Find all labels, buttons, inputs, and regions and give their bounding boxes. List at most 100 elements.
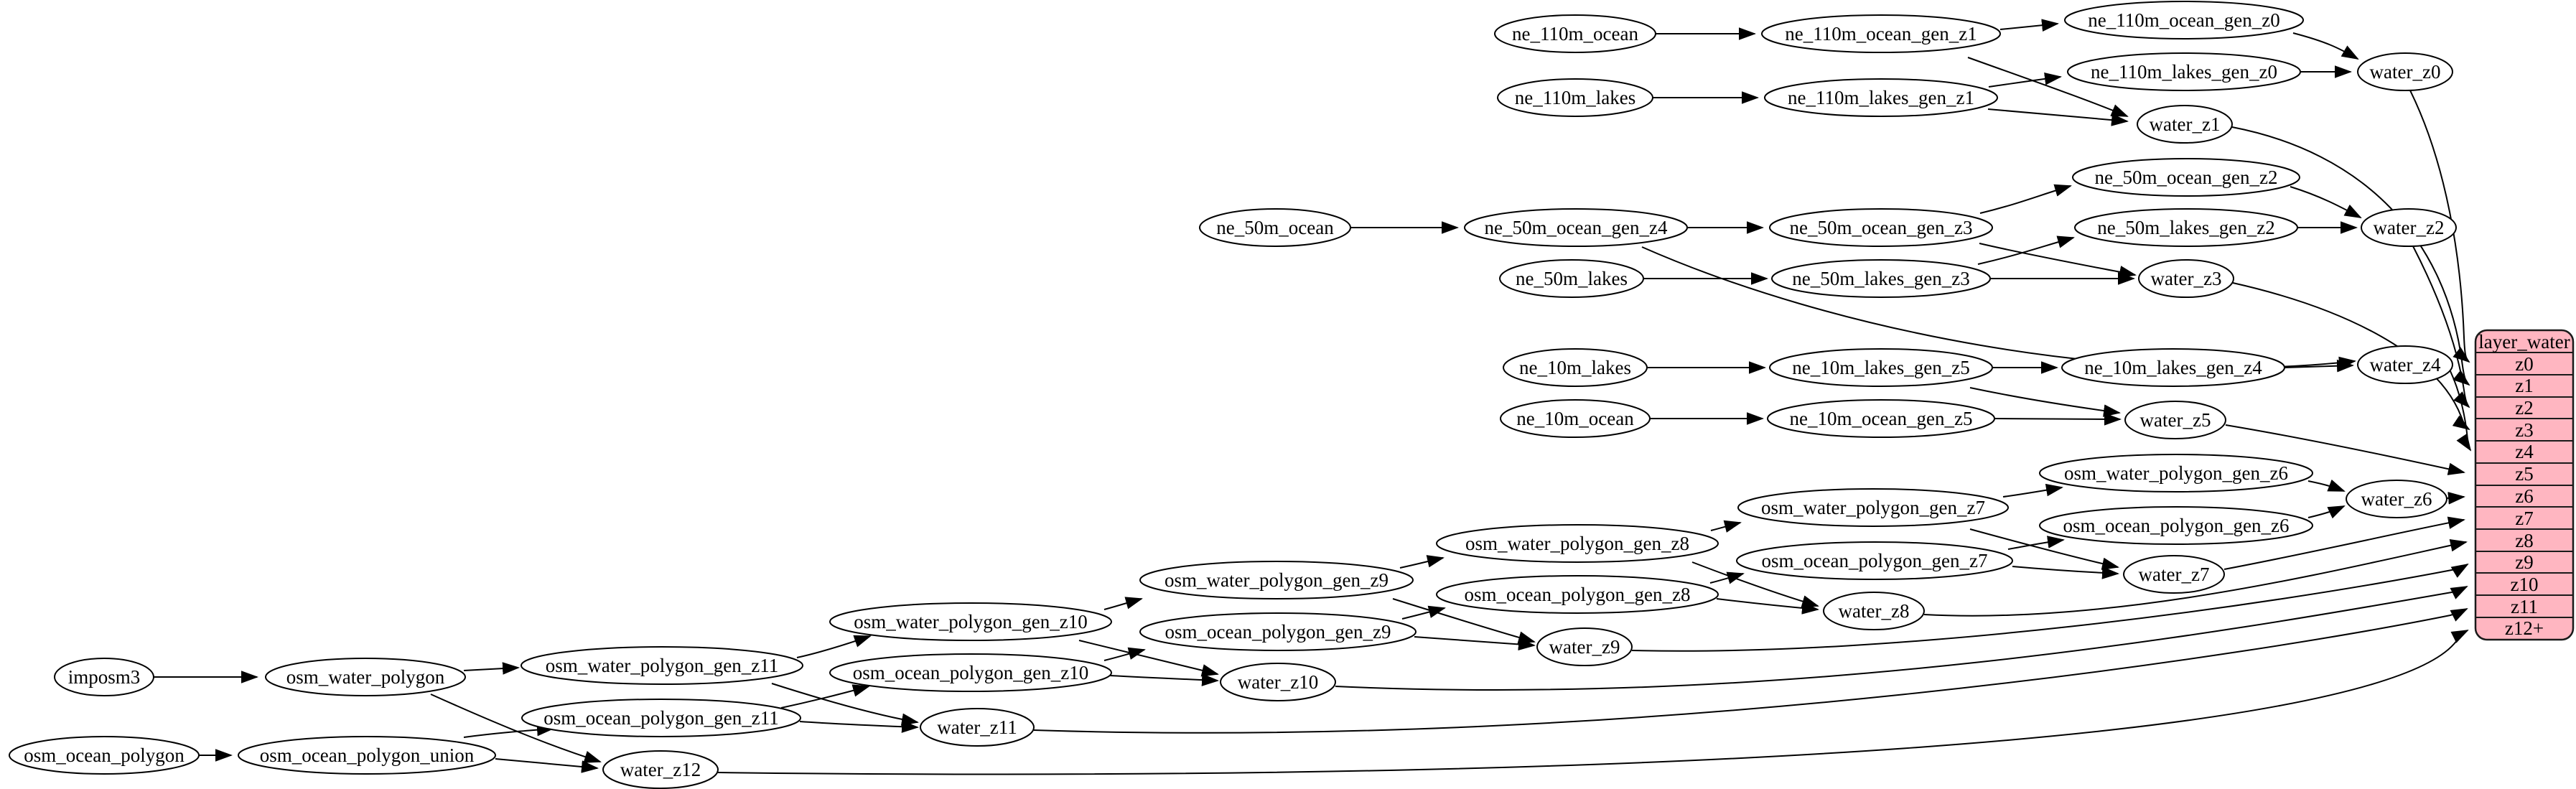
svg-text:water_z7: water_z7 [2139, 564, 2210, 585]
layer-water-table: layer_water z0 z1 z2 z3 z4 z5 z6 z7 z8 z… [2474, 329, 2575, 641]
node-ne_10m_ocean: ne_10m_ocean [1500, 399, 1651, 438]
edge-water_z1-row_z1 [2231, 126, 2470, 386]
node-osm_ocean_polygon_gen_z6: osm_ocean_polygon_gen_z6 [2039, 506, 2313, 545]
edge-water_z5-row_z5 [2225, 424, 2465, 475]
node-water_z11: water_z11 [920, 708, 1035, 747]
edge-union-osm_ocean_gen_z11 [463, 723, 554, 738]
node-osm_ocean_polygon: osm_ocean_polygon [9, 736, 200, 775]
svg-text:ne_110m_lakes: ne_110m_lakes [1515, 87, 1635, 108]
edge-osm_water_gen_z8-gen_z7 [1710, 520, 1742, 533]
svg-text:osm_ocean_polygon_gen_z9: osm_ocean_polygon_gen_z9 [1165, 621, 1391, 643]
node-ne_110m_lakes: ne_110m_lakes [1497, 78, 1653, 117]
node-ne_10m_lakes: ne_10m_lakes [1503, 348, 1648, 387]
node-osm_ocean_polygon_gen_z7: osm_ocean_polygon_gen_z7 [1736, 541, 2013, 580]
node-ne_50m_ocean: ne_50m_ocean [1199, 208, 1351, 247]
node-water_z4: water_z4 [2357, 345, 2453, 384]
edge-osm_water_gen_z11-water_z11 [771, 683, 919, 726]
table-row-z5: z5 [2515, 463, 2533, 485]
svg-text:water_z5: water_z5 [2140, 409, 2211, 431]
edge-lakes10_gen_z4-water_z4 [2284, 359, 2354, 373]
svg-text:water_z4: water_z4 [2370, 354, 2441, 375]
node-water_z10: water_z10 [1220, 663, 1336, 701]
edge-osm_water_gen_z7-gen_z6 [2002, 483, 2063, 498]
table-row-z4: z4 [2515, 441, 2534, 462]
node-osm_ocean_polygon_gen_z9: osm_ocean_polygon_gen_z9 [1139, 612, 1417, 651]
edge-water_z12-row_z12 [717, 630, 2469, 775]
svg-text:osm_ocean_polygon_union: osm_ocean_polygon_union [260, 744, 475, 766]
node-ne_10m_ocean_gen_z5: ne_10m_ocean_gen_z5 [1767, 399, 1995, 438]
table-row-z7: z7 [2515, 508, 2533, 529]
edge-lakes10_gen_z5-water_z5 [1969, 387, 2121, 417]
edge-water_z0-row_z0 [2409, 90, 2470, 363]
table-row-z9: z9 [2515, 551, 2533, 573]
edge-osm_water_gen_z6-water_z6 [2307, 479, 2346, 492]
node-water_z8: water_z8 [1823, 592, 1925, 630]
edge-water_z2-row_z2 [2412, 246, 2470, 408]
node-ne_50m_lakes_gen_z3: ne_50m_lakes_gen_z3 [1771, 259, 1991, 298]
node-water_z1: water_z1 [2137, 105, 2233, 144]
node-ne_10m_lakes_gen_z4: ne_10m_lakes_gen_z4 [2061, 348, 2285, 387]
svg-text:water_z11: water_z11 [937, 716, 1017, 738]
svg-text:ne_10m_ocean_gen_z5: ne_10m_ocean_gen_z5 [1790, 408, 1973, 429]
node-osm_ocean_polygon_gen_z10: osm_ocean_polygon_gen_z10 [829, 653, 1112, 692]
edge-osm_ocean_gen_z7-water_z7 [2012, 566, 2119, 579]
nodes: ne_110m_ocean ne_110m_ocean_gen_z1 ne_11… [9, 1, 2457, 789]
svg-text:ne_50m_lakes_gen_z2: ne_50m_lakes_gen_z2 [2097, 217, 2274, 238]
svg-text:ne_50m_ocean: ne_50m_ocean [1216, 217, 1334, 238]
node-ne_50m_lakes: ne_50m_lakes [1499, 259, 1644, 298]
node-osm_water_polygon_gen_z10: osm_water_polygon_gen_z10 [829, 602, 1112, 641]
edge-ocean50_gen_z4-water_z4 [1641, 246, 2356, 370]
node-osm_water_polygon_gen_z9: osm_water_polygon_gen_z9 [1139, 561, 1414, 599]
edge-water_z7-row_z7 [2223, 516, 2465, 570]
svg-text:ne_110m_ocean: ne_110m_ocean [1512, 23, 1638, 45]
edge-ocean50_gen_z2-water_z2 [2290, 186, 2362, 218]
node-water_z2: water_z2 [2361, 208, 2457, 247]
node-osm_water_polygon: osm_water_polygon [265, 658, 466, 696]
node-ne_110m_lakes_gen_z1: ne_110m_lakes_gen_z1 [1764, 78, 1998, 117]
svg-text:ne_10m_ocean: ne_10m_ocean [1516, 408, 1634, 429]
svg-text:ne_50m_ocean_gen_z2: ne_50m_ocean_gen_z2 [2095, 167, 2278, 188]
svg-text:osm_water_polygon_gen_z11: osm_water_polygon_gen_z11 [546, 655, 778, 676]
node-water_z7: water_z7 [2123, 555, 2225, 594]
table-row-z0: z0 [2515, 353, 2533, 375]
svg-text:water_z0: water_z0 [2370, 61, 2441, 83]
edge-water_z6-row_z6 [2446, 492, 2465, 505]
svg-text:osm_water_polygon_gen_z7: osm_water_polygon_gen_z7 [1761, 497, 1985, 518]
svg-text:water_z8: water_z8 [1839, 600, 1910, 622]
svg-text:osm_ocean_polygon: osm_ocean_polygon [24, 744, 185, 766]
node-ne_50m_ocean_gen_z4: ne_50m_ocean_gen_z4 [1464, 208, 1688, 247]
svg-text:water_z6: water_z6 [2361, 488, 2432, 510]
edge-water_z4-row_z4 [2450, 370, 2472, 452]
svg-text:ne_50m_lakes: ne_50m_lakes [1516, 268, 1628, 289]
svg-text:ne_50m_lakes_gen_z3: ne_50m_lakes_gen_z3 [1792, 268, 1969, 289]
edge-lakes110_gen_z1-water_z1 [1987, 108, 2129, 126]
svg-text:osm_water_polygon_gen_z8: osm_water_polygon_gen_z8 [1465, 533, 1689, 554]
node-water_z5: water_z5 [2124, 401, 2226, 439]
svg-text:water_z12: water_z12 [620, 759, 701, 780]
node-osm_water_polygon_gen_z6: osm_water_polygon_gen_z6 [2039, 454, 2313, 492]
edge-osm_ocean_gen_z9-water_z9 [1414, 636, 1536, 650]
table-header: layer_water [2478, 331, 2570, 353]
svg-text:ne_50m_ocean_gen_z4: ne_50m_ocean_gen_z4 [1485, 217, 1668, 238]
node-osm_water_polygon_gen_z11: osm_water_polygon_gen_z11 [521, 646, 803, 685]
edge-water_z8-row_z8 [1923, 539, 2468, 617]
svg-text:water_z3: water_z3 [2151, 268, 2222, 289]
svg-text:ne_110m_ocean_gen_z0: ne_110m_ocean_gen_z0 [2088, 9, 2279, 31]
edge-union-water_z12 [495, 758, 599, 773]
edge-water_z9-row_z9 [1631, 563, 2469, 652]
node-ne_50m_ocean_gen_z3: ne_50m_ocean_gen_z3 [1769, 208, 1993, 247]
node-osm_water_polygon_gen_z8: osm_water_polygon_gen_z8 [1436, 524, 1719, 563]
svg-text:water_z1: water_z1 [2150, 113, 2221, 135]
edge-osm_water_gen_z11-gen_z10 [796, 635, 872, 658]
svg-text:ne_110m_lakes_gen_z1: ne_110m_lakes_gen_z1 [1788, 87, 1974, 108]
node-water_z0: water_z0 [2357, 52, 2453, 91]
node-osm_ocean_polygon_gen_z11: osm_ocean_polygon_gen_z11 [521, 699, 801, 737]
node-water_z12: water_z12 [602, 750, 719, 789]
edge-ocean110_gen_z0-water_z0 [2292, 32, 2359, 60]
edge-lakes50_gen_z3-gen_z2 [1977, 235, 2075, 265]
svg-text:ne_110m_ocean_gen_z1: ne_110m_ocean_gen_z1 [1785, 23, 1977, 45]
svg-text:water_z2: water_z2 [2374, 217, 2445, 238]
edge-osm_water_gen_z9-water_z9 [1392, 598, 1536, 644]
node-imposm3: imposm3 [54, 658, 154, 696]
